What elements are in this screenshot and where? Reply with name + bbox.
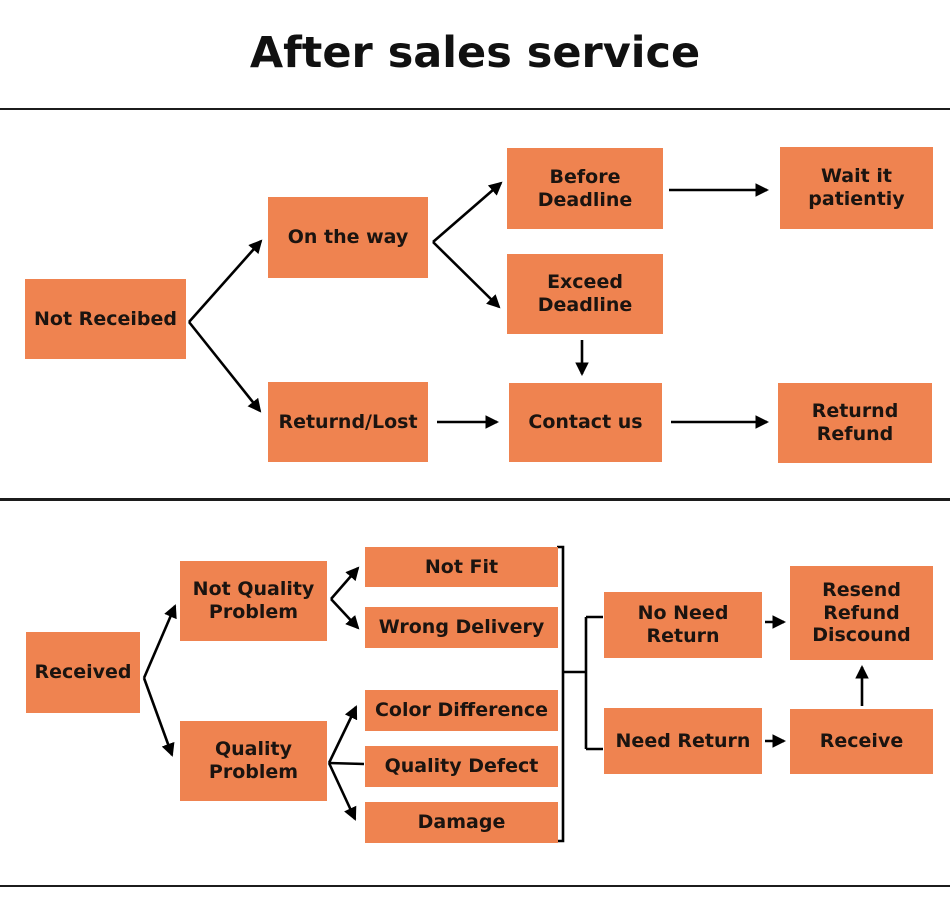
node-damage: Damage — [365, 802, 558, 843]
divider-top — [0, 108, 950, 110]
node-wait-it-patiently: Wait it patientiy — [780, 147, 933, 229]
node-returned-lost: Returnd/Lost — [268, 382, 428, 462]
node-quality-defect: Quality Defect — [365, 746, 558, 787]
divider-middle — [0, 498, 950, 501]
node-before-deadline: Before Deadline — [507, 148, 663, 229]
node-not-quality-problem: Not Quality Problem — [180, 561, 327, 641]
node-wrong-delivery: Wrong Delivery — [365, 607, 558, 648]
page-title: After sales service — [249, 28, 701, 78]
node-need-return: Need Return — [604, 708, 762, 774]
node-quality-problem: Quality Problem — [180, 721, 327, 801]
node-received: Received — [26, 632, 140, 713]
node-returned-refund: Returnd Refund — [778, 383, 932, 463]
node-receive: Receive — [790, 709, 933, 774]
node-not-fit: Not Fit — [365, 547, 558, 587]
node-exceed-deadline: Exceed Deadline — [507, 254, 663, 334]
node-on-the-way: On the way — [268, 197, 428, 278]
node-color-difference: Color Difference — [365, 690, 558, 731]
node-resend-refund-discount: Resend Refund Discound — [790, 566, 933, 660]
node-no-need-return: No Need Return — [604, 592, 762, 658]
divider-bottom — [0, 885, 950, 887]
node-not-received: Not Receibed — [25, 279, 186, 359]
node-contact-us: Contact us — [509, 383, 662, 462]
